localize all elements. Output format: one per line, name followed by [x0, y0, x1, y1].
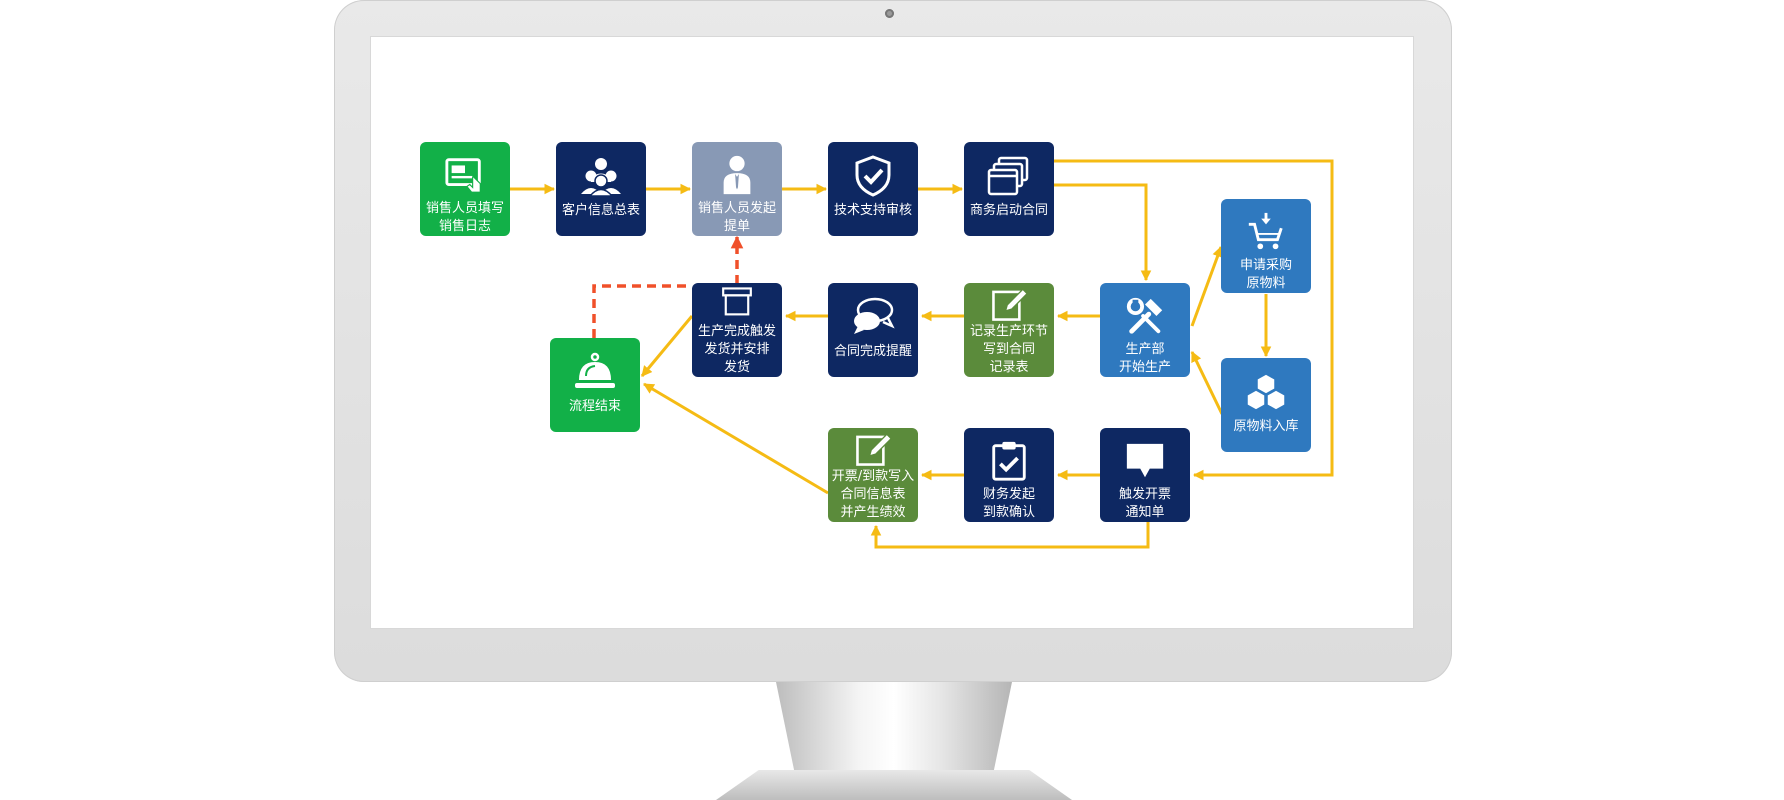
node-business-contract: 商务启动合同 — [964, 142, 1054, 236]
node-customer-summary-label: 客户信息总表 — [561, 203, 640, 218]
monitor-stand-base — [716, 770, 1072, 800]
message-icon — [1126, 443, 1164, 478]
form-icon — [445, 158, 481, 193]
arrow-ship-to-end — [640, 315, 694, 377]
node-material-in-label: 原物料入库 — [1233, 419, 1299, 434]
node-ship-arrange-label: 生产完成触发 发货并安排 发货 — [697, 324, 776, 375]
node-business-contract-label: 商务启动合同 — [969, 203, 1048, 218]
node-contract-reminder-label: 合同完成提醒 — [833, 344, 912, 359]
node-material-in: 原物料入库 — [1221, 358, 1311, 452]
tools-icon — [1126, 297, 1163, 334]
windows-icon — [987, 156, 1029, 196]
shield-check-icon — [855, 155, 891, 197]
edit-icon — [992, 288, 1029, 321]
node-purchase-request: 申请采购 原物料 — [1221, 199, 1311, 293]
node-production-start: 生产部 开始生产 — [1100, 283, 1190, 377]
node-customer-summary: 客户信息总表 — [556, 142, 646, 236]
dashed-line-end-to-ship — [592, 284, 692, 338]
node-payment-confirm-label: 财务发起 到款确认 — [982, 487, 1035, 520]
node-contract-reminder: 合同完成提醒 — [828, 283, 918, 377]
node-production-start-label: 生产部 开始生产 — [1118, 342, 1171, 375]
edit-icon — [856, 433, 893, 466]
arrow-business-to-invoice-notice — [1054, 159, 1334, 481]
node-payment-confirm: 财务发起 到款确认 — [964, 428, 1054, 522]
arrow-invoice-record-to-end — [643, 382, 829, 495]
arrow-business-to-production — [1054, 183, 1152, 282]
node-invoice-notice-label: 触发开票 通知单 — [1118, 487, 1171, 520]
node-purchase-request-label: 申请采购 原物料 — [1239, 258, 1292, 291]
webcam-icon — [885, 9, 894, 18]
node-initiate-order-label: 销售人员发起 提单 — [697, 201, 776, 234]
node-tech-review-label: 技术支持审核 — [833, 203, 912, 218]
box-icon — [722, 287, 752, 316]
node-initiate-order: 销售人员发起 提单 — [692, 142, 782, 236]
boxes-icon — [1246, 373, 1286, 411]
node-invoice-record-label: 开票/到款写入 合同信息表 并产生绩效 — [831, 469, 915, 520]
node-record-production: 记录生产环节 写到合同 记录表 — [964, 283, 1054, 377]
node-process-end: 流程结束 — [550, 338, 640, 432]
clipboard-icon — [992, 441, 1026, 481]
node-record-production-label: 记录生产环节 写到合同 记录表 — [969, 324, 1048, 375]
node-process-end-label: 流程结束 — [568, 399, 621, 414]
users-icon — [581, 158, 621, 197]
arrow-production-to-purchase — [1190, 245, 1223, 327]
chat-icon — [854, 297, 895, 334]
arrow-material-to-production — [1190, 351, 1224, 415]
node-invoice-record: 开票/到款写入 合同信息表 并产生绩效 — [828, 428, 918, 522]
cart-icon — [1248, 212, 1283, 250]
node-ship-arrange: 生产完成触发 发货并安排 发货 — [692, 283, 782, 377]
node-fill-sales-log: 销售人员填写 销售日志 — [420, 142, 510, 236]
node-fill-sales-log-label: 销售人员填写 销售日志 — [425, 201, 504, 234]
monitor-stand-neck — [776, 682, 1012, 774]
person-icon — [723, 155, 751, 195]
node-invoice-notice: 触发开票 通知单 — [1100, 428, 1190, 522]
bell-icon — [575, 352, 615, 388]
arrow-invoice-notice-loop — [870, 522, 1150, 549]
node-tech-review: 技术支持审核 — [828, 142, 918, 236]
